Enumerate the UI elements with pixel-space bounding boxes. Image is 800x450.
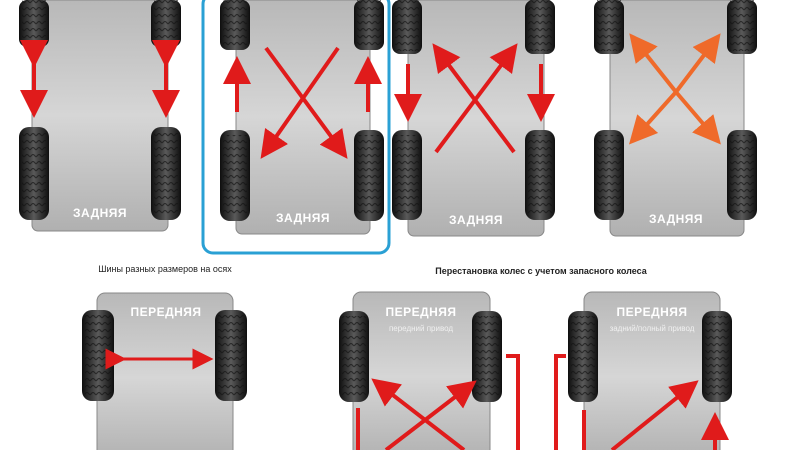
axle-label-rear: ЗАДНЯЯ bbox=[449, 213, 503, 227]
tire-icon bbox=[215, 310, 247, 401]
tire-icon bbox=[82, 310, 114, 401]
tire-icon bbox=[220, 130, 250, 221]
tire-icon bbox=[472, 311, 502, 402]
cross-arrow-icon bbox=[674, 90, 721, 145]
highlight-frame bbox=[201, 0, 391, 255]
tire-icon bbox=[525, 130, 555, 220]
tire-icon bbox=[19, 127, 49, 220]
axle-label-rear: ЗАДНЯЯ bbox=[73, 206, 127, 220]
axle-label-front: ПЕРЕДНЯЯ bbox=[130, 305, 201, 319]
car-body bbox=[609, 0, 745, 237]
tire-icon bbox=[727, 0, 757, 54]
car-4-rear: ЗАДНЯЯ bbox=[594, 0, 757, 237]
spare-path-arrow-icon bbox=[554, 354, 566, 450]
tire-icon bbox=[392, 130, 422, 220]
cross-arrow-icon bbox=[260, 46, 340, 159]
cross-arrow-icon bbox=[264, 46, 348, 159]
drive-type-label: задний/полный привод bbox=[610, 324, 695, 333]
cross-arrow-icon bbox=[432, 43, 516, 154]
car-body bbox=[235, 0, 371, 235]
car-body bbox=[407, 0, 545, 237]
cross-arrow-icon bbox=[371, 378, 466, 450]
tire-icon bbox=[151, 127, 181, 220]
spare-path-arrow-icon bbox=[506, 354, 520, 450]
car-7-rear-full-drive: ПЕРЕДНЯЯ задний/полный привод bbox=[554, 291, 732, 450]
tire-icon bbox=[525, 0, 555, 54]
tire-icon bbox=[354, 130, 384, 221]
car-1-rear: ЗАДНЯЯ bbox=[19, 0, 181, 232]
tire-icon bbox=[354, 0, 384, 50]
axle-label-front: ПЕРЕДНЯЯ bbox=[616, 305, 687, 319]
car-5-front: ПЕРЕДНЯЯ bbox=[82, 292, 247, 450]
tire-icon bbox=[19, 0, 49, 47]
caption-different-sizes: Шины разных размеров на осях bbox=[98, 264, 232, 274]
car-3-rear: ЗАДНЯЯ bbox=[392, 0, 555, 237]
tire-icon bbox=[151, 0, 181, 47]
tire-icon bbox=[568, 311, 598, 402]
cross-arrow-icon bbox=[610, 380, 699, 450]
tire-icon bbox=[339, 311, 369, 402]
car-2-rear: ЗАДНЯЯ bbox=[220, 0, 384, 235]
axle-label-rear: ЗАДНЯЯ bbox=[276, 211, 330, 225]
car-6-front-drive: ПЕРЕДНЯЯ передний привод bbox=[339, 291, 520, 450]
tire-icon bbox=[392, 0, 422, 54]
caption-spare-rotation: Перестановка колес с учетом запасного ко… bbox=[435, 266, 647, 276]
tire-icon bbox=[727, 130, 757, 220]
cross-arrow-icon bbox=[674, 33, 721, 94]
tire-icon bbox=[702, 311, 732, 402]
tire-icon bbox=[220, 0, 250, 50]
cross-arrow-icon bbox=[384, 380, 477, 450]
cross-arrow-icon bbox=[629, 33, 678, 94]
tire-icon bbox=[594, 0, 624, 54]
drive-type-label: передний привод bbox=[389, 324, 453, 333]
axle-label-front: ПЕРЕДНЯЯ bbox=[385, 305, 456, 319]
tire-icon bbox=[594, 130, 624, 220]
cross-arrow-icon bbox=[628, 90, 678, 145]
car-body bbox=[31, 0, 169, 232]
axle-label-rear: ЗАДНЯЯ bbox=[649, 212, 703, 226]
